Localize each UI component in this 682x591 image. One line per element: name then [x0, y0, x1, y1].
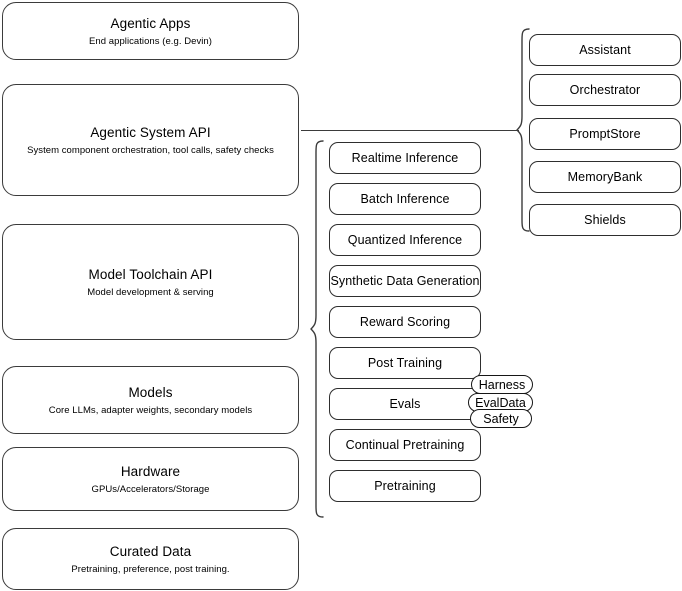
component-label: Pretraining [374, 479, 436, 493]
layer-subtitle: System component orchestration, tool cal… [27, 144, 274, 156]
layer-box-agentic-system-api[interactable]: Agentic System API System component orch… [2, 84, 299, 196]
component-assistant[interactable]: Assistant [529, 34, 681, 66]
component-label: Batch Inference [360, 192, 450, 206]
component-batch-inference[interactable]: Batch Inference [329, 183, 481, 215]
layer-title: Model Toolchain API [88, 266, 213, 282]
component-synthetic-data-generation[interactable]: Synthetic Data Generation [329, 265, 481, 297]
component-orchestrator[interactable]: Orchestrator [529, 74, 681, 106]
component-evals[interactable]: Evals [329, 388, 481, 420]
component-continual-pretraining[interactable]: Continual Pretraining [329, 429, 481, 461]
component-label: Orchestrator [569, 83, 641, 97]
layer-subtitle: GPUs/Accelerators/Storage [91, 483, 210, 495]
component-label: Quantized Inference [347, 233, 463, 247]
component-label: Post Training [367, 356, 443, 370]
component-label: Reward Scoring [359, 315, 451, 329]
layer-subtitle: End applications (e.g. Devin) [89, 35, 212, 47]
evals-subcomponent-label: EvalData [475, 395, 526, 410]
component-realtime-inference[interactable]: Realtime Inference [329, 142, 481, 174]
component-pretraining[interactable]: Pretraining [329, 470, 481, 502]
component-shields[interactable]: Shields [529, 204, 681, 236]
layer-subtitle: Core LLMs, adapter weights, secondary mo… [48, 404, 253, 416]
layer-subtitle: Pretraining, preference, post training. [71, 563, 230, 575]
component-memorybank[interactable]: MemoryBank [529, 161, 681, 193]
component-label: MemoryBank [567, 170, 643, 184]
component-label: Synthetic Data Generation [330, 274, 480, 288]
layer-box-agentic-apps[interactable]: Agentic Apps End applications (e.g. Devi… [2, 2, 299, 60]
component-label: Evals [389, 397, 421, 411]
bracket-toolchain-components [310, 140, 324, 518]
layer-title: Models [128, 384, 173, 400]
evals-subcomponent-label: Harness [478, 377, 526, 392]
layer-box-curated-data[interactable]: Curated Data Pretraining, preference, po… [2, 528, 299, 590]
component-label: Shields [584, 213, 626, 227]
layer-box-models[interactable]: Models Core LLMs, adapter weights, secon… [2, 366, 299, 434]
evals-subcomponent-label: Safety [483, 411, 519, 426]
component-label: Continual Pretraining [345, 438, 465, 452]
layer-box-model-toolchain-api[interactable]: Model Toolchain API Model development & … [2, 224, 299, 340]
layer-title: Hardware [120, 463, 181, 479]
layer-box-hardware[interactable]: Hardware GPUs/Accelerators/Storage [2, 447, 299, 511]
evals-subcomponent-evaldata[interactable]: EvalData [468, 393, 533, 412]
layer-subtitle: Model development & serving [87, 286, 214, 298]
connector-agentic-system-to-components [301, 130, 519, 132]
evals-subcomponent-harness[interactable]: Harness [471, 375, 533, 394]
component-label: PromptStore [569, 127, 641, 141]
evals-subcomponent-safety[interactable]: Safety [470, 409, 532, 428]
component-label: Assistant [579, 43, 631, 57]
layer-title: Agentic System API [90, 124, 211, 140]
component-label: Realtime Inference [351, 151, 459, 165]
layer-title: Agentic Apps [110, 15, 191, 31]
component-reward-scoring[interactable]: Reward Scoring [329, 306, 481, 338]
component-quantized-inference[interactable]: Quantized Inference [329, 224, 481, 256]
layer-title: Curated Data [109, 543, 192, 559]
component-post-training[interactable]: Post Training [329, 347, 481, 379]
component-promptstore[interactable]: PromptStore [529, 118, 681, 150]
